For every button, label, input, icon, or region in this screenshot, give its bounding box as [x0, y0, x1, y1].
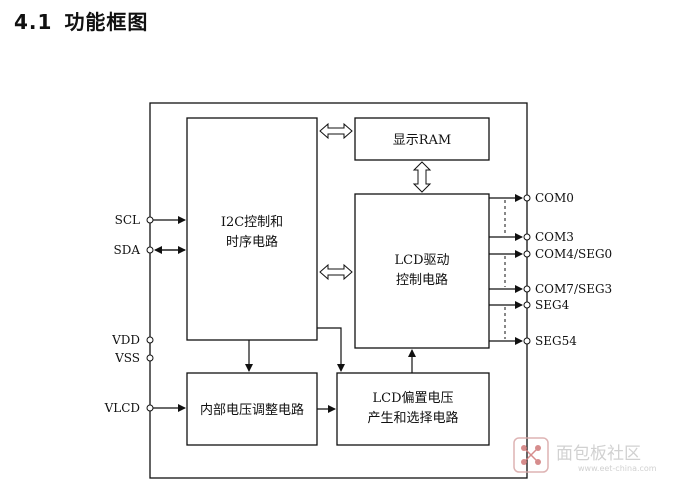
pin-vdd-label: VDD [111, 333, 140, 347]
voltage-regulator-block: 内部电压调整电路 [186, 372, 318, 446]
pin-scl-label: SCL [115, 213, 140, 227]
regulator-label: 内部电压调整电路 [200, 402, 304, 418]
pin-seg54: SEG54 [489, 334, 577, 348]
i2c-control-block: I2C控制和 时序电路 [186, 117, 318, 341]
pin-seg4-label: SEG4 [535, 298, 570, 312]
pin-scl: SCL [115, 213, 186, 227]
lcd-driver-block: LCD驱动 控制电路 [354, 193, 490, 349]
section-heading: 4.1 功能框图 [14, 6, 148, 35]
i2c-block-line2: 时序电路 [226, 234, 278, 250]
pin-com7-label: COM7/SEG3 [535, 282, 612, 296]
watermark-url: www.eet-china.com [578, 464, 657, 473]
watermark-logo-icon [513, 437, 549, 473]
pin-sda: SDA [113, 243, 186, 257]
display-ram-block: 显示RAM [354, 117, 490, 161]
pin-vss-label: VSS [114, 351, 140, 365]
i2c-block-line1: I2C控制和 [221, 215, 283, 230]
section-title: 功能框图 [64, 10, 149, 34]
pin-vlcd-label: VLCD [104, 401, 140, 415]
bias-line2: 产生和选择电路 [367, 410, 458, 426]
bias-line1: LCD偏置电压 [372, 391, 453, 406]
pin-com3: COM3 [489, 230, 574, 244]
watermark-text: 面包板社区 [556, 444, 641, 464]
lcd-driver-line1: LCD驱动 [394, 253, 449, 268]
i2c-lcd-link-arrow [319, 263, 353, 281]
pin-seg4: SEG4 [489, 298, 570, 312]
ram-block-label: 显示RAM [393, 133, 452, 148]
i2c-to-bias-arrow [317, 327, 345, 372]
pin-com3-label: COM3 [535, 230, 574, 244]
pin-sda-label: SDA [113, 243, 140, 257]
pin-vdd: VDD [111, 333, 154, 347]
watermark: 面包板社区 www.eet-china.com [513, 437, 657, 473]
pin-com4-label: COM4/SEG0 [535, 247, 612, 261]
lcd-bias-block: LCD偏置电压 产生和选择电路 [336, 372, 490, 446]
ram-lcd-link-arrow [412, 161, 432, 193]
pin-com7-seg3: COM7/SEG3 [489, 282, 612, 296]
pin-com0: COM0 [489, 191, 574, 205]
pin-vlcd: VLCD [104, 401, 186, 415]
pin-com4-seg0: COM4/SEG0 [489, 247, 612, 261]
section-number: 4.1 [14, 10, 53, 34]
pin-vss: VSS [114, 351, 154, 365]
pin-com0-label: COM0 [535, 191, 574, 205]
i2c-ram-link-arrow [319, 122, 353, 140]
lcd-driver-line2: 控制电路 [396, 272, 448, 288]
pin-seg54-label: SEG54 [535, 334, 577, 348]
